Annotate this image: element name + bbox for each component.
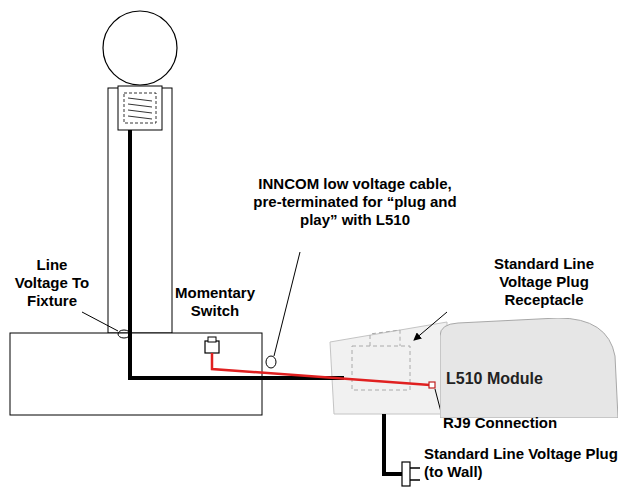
- module-body: L510 Module: [440, 318, 618, 418]
- lamp-bulb: [103, 11, 177, 85]
- socket-thread: [128, 98, 152, 119]
- module-outline: [440, 318, 618, 418]
- receptacle-slot: [370, 330, 400, 346]
- lamp-socket: [118, 86, 162, 130]
- momentary-switch: [208, 337, 216, 342]
- line-voltage-callout: Line Voltage To Fixture: [8, 256, 96, 310]
- module-label: L510 Module: [446, 370, 543, 388]
- cable-callout: INNCOM low voltage cable, pre-terminated…: [250, 175, 460, 229]
- leader-line: [274, 252, 300, 356]
- lamp-base: [10, 333, 262, 415]
- line-voltage-wire: [130, 130, 344, 378]
- socket-thread: [124, 93, 156, 123]
- wall-plug: [402, 462, 410, 486]
- module-outline: [440, 318, 618, 418]
- low-voltage-cable: [212, 353, 430, 385]
- rj9-jack: [429, 382, 435, 388]
- switch-callout: Momentary Switch: [165, 284, 265, 320]
- leader-loop: [118, 330, 130, 338]
- power-cord: [384, 414, 402, 474]
- leader-line: [82, 312, 118, 331]
- rj9-callout: RJ9 Connection: [443, 414, 603, 432]
- receptacle-callout: Standard Line Voltage Plug Receptacle: [474, 255, 614, 309]
- leader-loop: [266, 356, 276, 368]
- wall-plug: [410, 468, 420, 480]
- wall-plug-callout: Standard Line Voltage Plug (to Wall): [424, 445, 624, 481]
- momentary-switch: [205, 341, 219, 353]
- plug-receptacle: [330, 322, 447, 414]
